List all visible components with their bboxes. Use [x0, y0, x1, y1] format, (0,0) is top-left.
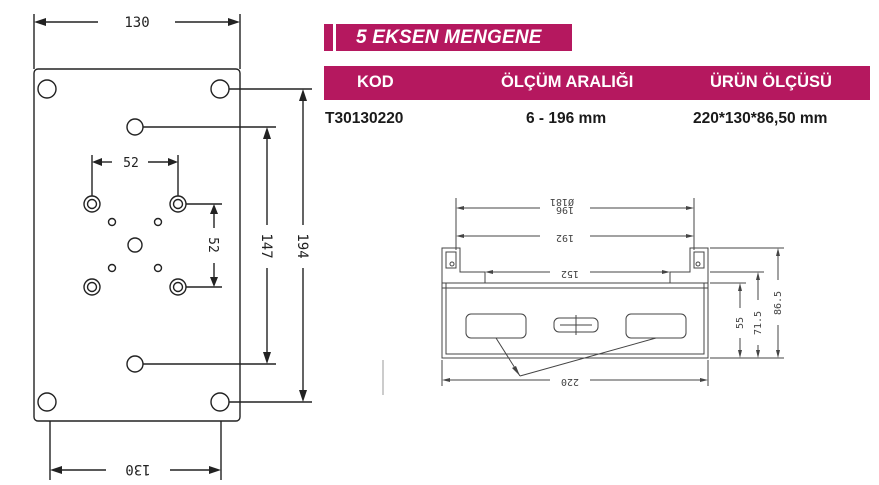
side-view-drawing: Ø181 196 192 152 220 55 71.5 86.5	[382, 196, 784, 395]
page-title: 5 EKSEN MENGENE	[356, 27, 542, 48]
spec-table-header: KOD ÖLÇÜM ARALIĞI ÜRÜN ÖLÇÜSÜ	[324, 66, 870, 100]
dim-152-label: 152	[561, 268, 579, 279]
dim-hole-spacing-h-label: 52	[123, 156, 139, 171]
dim-inner-height-label: 147	[258, 233, 274, 258]
dim-bottom-label: 130	[125, 461, 150, 477]
title-banner: 5 EKSEN MENGENE	[324, 24, 572, 51]
title-accent-stripe	[324, 24, 333, 51]
header-kod: KOD	[357, 73, 394, 91]
dim-outer-height-label: 194	[294, 233, 310, 258]
dim-diameter-label: Ø181	[550, 196, 574, 208]
header-olcum-araligi: ÖLÇÜM ARALIĞI	[501, 73, 634, 91]
top-view-drawing: 130 130 194 147 52 52	[33, 14, 312, 480]
dim-71-5-label: 71.5	[753, 311, 764, 335]
dim-86-5-label: 86.5	[773, 291, 784, 315]
title-box: 5 EKSEN MENGENE	[336, 24, 572, 51]
header-urun-olcusu: ÜRÜN ÖLÇÜSÜ	[710, 73, 832, 91]
dim-55-label: 55	[735, 317, 746, 329]
dim-196-label: 196	[556, 204, 574, 215]
dim-top-label: 130	[124, 15, 149, 31]
cell-olcum-araligi: 6 - 196 mm	[526, 110, 607, 127]
plate-outline	[33, 68, 241, 422]
dim-192-label: 192	[556, 232, 574, 243]
cell-urun-olcusu: 220*130*86,50 mm	[693, 110, 828, 127]
dim-220-label: 220	[561, 376, 579, 387]
cell-kod: T30130220	[325, 110, 404, 127]
dim-hole-spacing-v-label: 52	[205, 237, 220, 253]
